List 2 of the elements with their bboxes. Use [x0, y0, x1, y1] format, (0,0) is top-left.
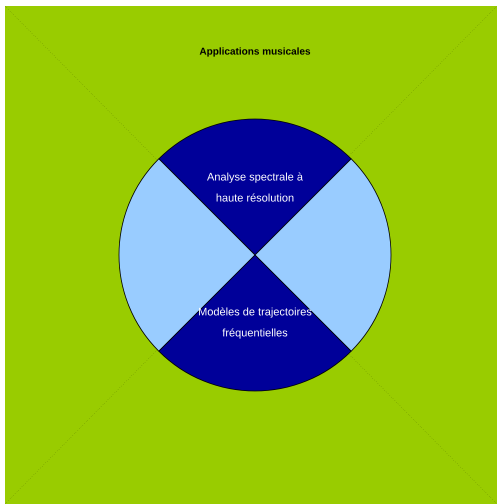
pie-sector: Modèles de trajectoires fréquentielles [158, 254, 352, 392]
pie-sector: Analyse spectrale à haute résolution [158, 118, 352, 256]
